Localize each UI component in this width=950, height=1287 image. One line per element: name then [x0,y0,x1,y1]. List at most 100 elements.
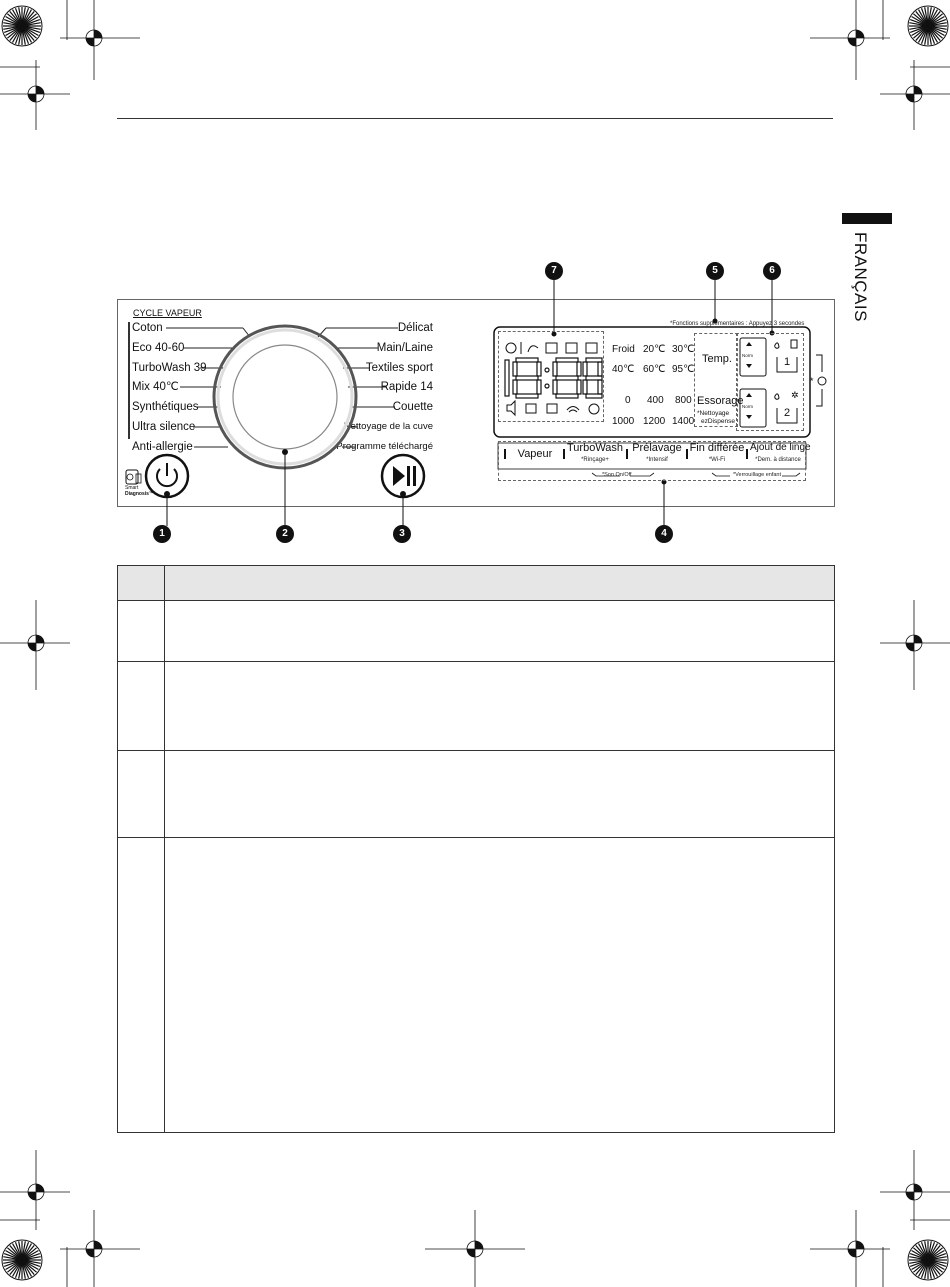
settings-gear-icon [817,376,827,386]
program-left-3[interactable]: TurboWash 39 [132,362,207,374]
temp-option-4: 40℃ [612,364,635,375]
time-display [504,357,603,399]
dispenser-group-outline [736,333,804,431]
language-tab-bar [842,213,892,224]
spin-option-4: 1000 [612,416,635,427]
starburst-ray [21,1256,41,1261]
program-list-bar [128,322,130,439]
program-left-5[interactable]: Synthétiques [132,401,199,413]
panel-graphics: ✲ [125,280,827,526]
program-right-4[interactable]: Rapide 14 [380,381,433,393]
status-group-outline [498,331,604,422]
delay-end-sub: *Wi-Fi [708,457,726,463]
mute-icon [506,399,516,417]
program-left-2[interactable]: Eco 40-60 [132,342,185,354]
table-row [118,750,834,751]
rinse-tub-icon [565,342,578,354]
tank-1-norm-label: Norm [742,353,753,358]
table-header [118,566,834,600]
table-row [118,837,834,838]
table-row [118,661,834,662]
temp-option-2: 20℃ [643,344,666,355]
prewash-sub: *Intensif [646,457,668,463]
temp-option-5: 60℃ [643,364,666,375]
wash-icon [545,342,558,354]
detergent-icon [774,342,780,349]
shirt-icon [546,403,558,414]
display-frame [493,326,811,438]
temp-spin-group-outline [694,333,738,427]
temp-option-1: Froid [612,344,635,355]
add-item-button[interactable]: Ajout de linge [750,442,811,453]
prewash-button[interactable]: Prélavage [632,442,682,454]
spin-option-1: 0 [625,395,631,406]
ezdispense-line-2: ezDispense [701,418,735,425]
program-right-2[interactable]: Main/Laine [376,342,433,354]
child-lock-label: *Verrouillage enfant [733,472,782,478]
callout-7: 7 [545,262,563,280]
spin-option-6: 1400 [672,416,695,427]
add-item-sub: *Dem. à distance [755,457,801,463]
turbowash-sub: *Rinçage+ [581,457,609,463]
callout-6: 6 [763,262,781,280]
ezdispense-line-1: *Nettoyage [697,410,730,417]
tank-2-icon [776,408,798,424]
snowflake-icon: ✲ [791,391,799,401]
starburst-ray [927,1256,947,1261]
table-column-divider [164,566,165,1132]
tank-1-number: 1 [784,356,791,368]
program-right-6[interactable]: Nettoyage de la cuve [343,421,433,432]
program-left-4[interactable]: Mix 40℃ [132,381,179,393]
program-left-6[interactable]: Ultra silence [132,421,196,433]
tub-clean-icon [525,403,537,414]
turbowash-button[interactable]: TurboWash [567,442,624,454]
dispenser-2-level [739,388,767,428]
program-left-7[interactable]: Anti-allergie [132,441,193,453]
sound-onoff-label: *Son On/Off [602,472,632,478]
ezdispense-clean-label: *Nettoyage ezDispense [697,410,735,426]
header-rule [117,118,833,119]
tank-2-norm-label: Norm [742,404,753,409]
callout-2: 2 [276,525,294,543]
cycle-title: CYCLE VAPEUR [133,308,202,318]
language-tab-label: FRANÇAIS [851,232,870,322]
dispenser-1-level [739,337,767,377]
temp-option-6: 95℃ [672,364,695,375]
spin-option-3: 800 [675,395,692,406]
program-right-7[interactable]: Programme téléchargé [336,441,433,452]
program-dial-knob [232,344,338,450]
option-buttons-outline [498,441,806,481]
program-right-5[interactable]: Couette [392,401,433,413]
smart-diagnosis-label: Smart Diagnosis™ [125,485,154,497]
description-table [117,565,835,1133]
smart-diagnosis-line-1: Smart [125,485,139,491]
program-left-1[interactable]: Coton [132,322,163,334]
callout-5: 5 [706,262,724,280]
control-panel [117,299,835,507]
smart-diagnosis-line-2: Diagnosis™ [125,491,154,497]
temp-button[interactable]: Temp. [702,353,732,365]
callout-4: 4 [655,525,673,543]
tank-1-icon [776,357,798,373]
delay-end-button[interactable]: Fin différée [689,442,745,454]
detergent-2-icon [774,393,780,400]
spin-option-5: 1200 [643,416,666,427]
program-right-1[interactable]: Délicat [397,322,433,334]
starburst-ray [927,22,947,27]
table-row [118,600,834,601]
starburst-ray [21,22,41,27]
steam-button[interactable]: Vapeur [517,448,553,460]
lock-icon [588,403,600,415]
program-right-3[interactable]: Textiles sport [365,362,433,374]
spin-icon [585,342,598,354]
spin-option-2: 400 [647,395,664,406]
steam-icon [505,342,517,354]
temp-option-3: 30℃ [672,344,695,355]
smart-diagnosis-icon [125,469,142,485]
spin-button[interactable]: Essorage [697,395,744,407]
callout-3: 3 [393,525,411,543]
softener-icon [790,339,798,349]
settings-marker: * [810,376,814,386]
tank-2-number: 2 [784,407,791,419]
